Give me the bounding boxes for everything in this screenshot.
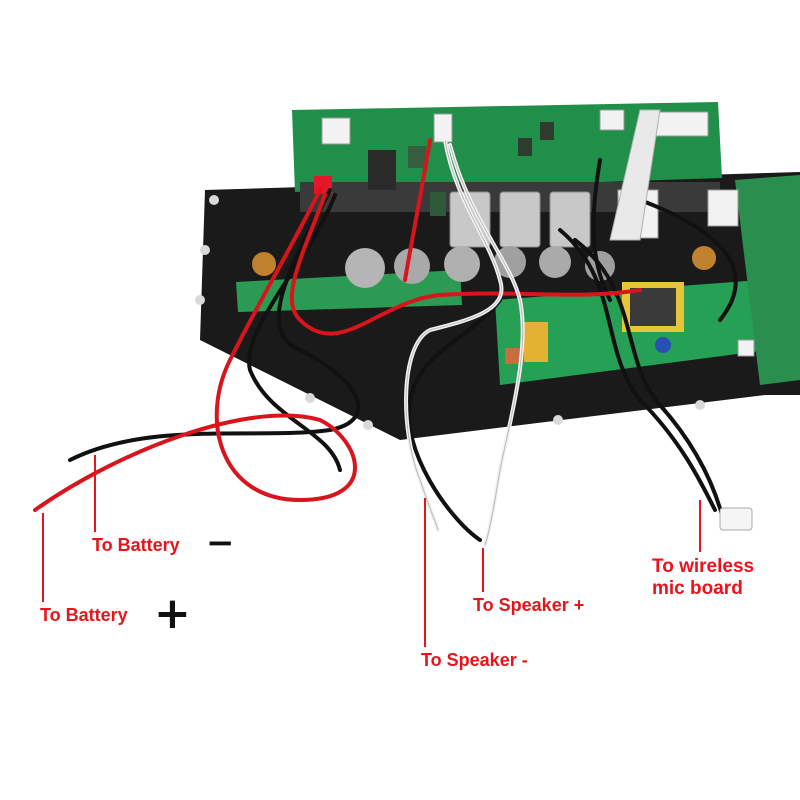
resistor-block: [505, 348, 523, 364]
label-mic-line2: mic board: [652, 577, 743, 599]
mounting-holes: [195, 195, 705, 430]
plus-sign: +: [154, 588, 191, 639]
label-to-battery-negative: To Battery: [92, 535, 180, 555]
side-pcb: [735, 175, 800, 385]
minus-sign: −: [206, 523, 235, 563]
label-to-speaker-positive: To Speaker +: [473, 595, 585, 615]
power-supply-pcb: [495, 280, 768, 385]
label-to-battery-positive: To Battery: [40, 605, 128, 625]
leader-lines: [42, 455, 701, 647]
label-mic-line1: To wireless: [652, 556, 755, 577]
transformer-core: [630, 288, 676, 326]
mic-plug: [719, 507, 753, 531]
label-to-speaker-negative: To Speaker -: [421, 650, 528, 670]
y-capacitor: [655, 337, 671, 353]
red-wires: [33, 138, 642, 512]
inductor: [368, 150, 396, 190]
label-to-wireless-mic-board: To wireless mic board: [652, 556, 754, 600]
fuse-cap: [524, 322, 548, 362]
black-wires: [68, 158, 738, 542]
white-wire-outline: [405, 139, 524, 546]
ribbon-cable: [609, 109, 661, 241]
capacitors: [252, 122, 716, 288]
